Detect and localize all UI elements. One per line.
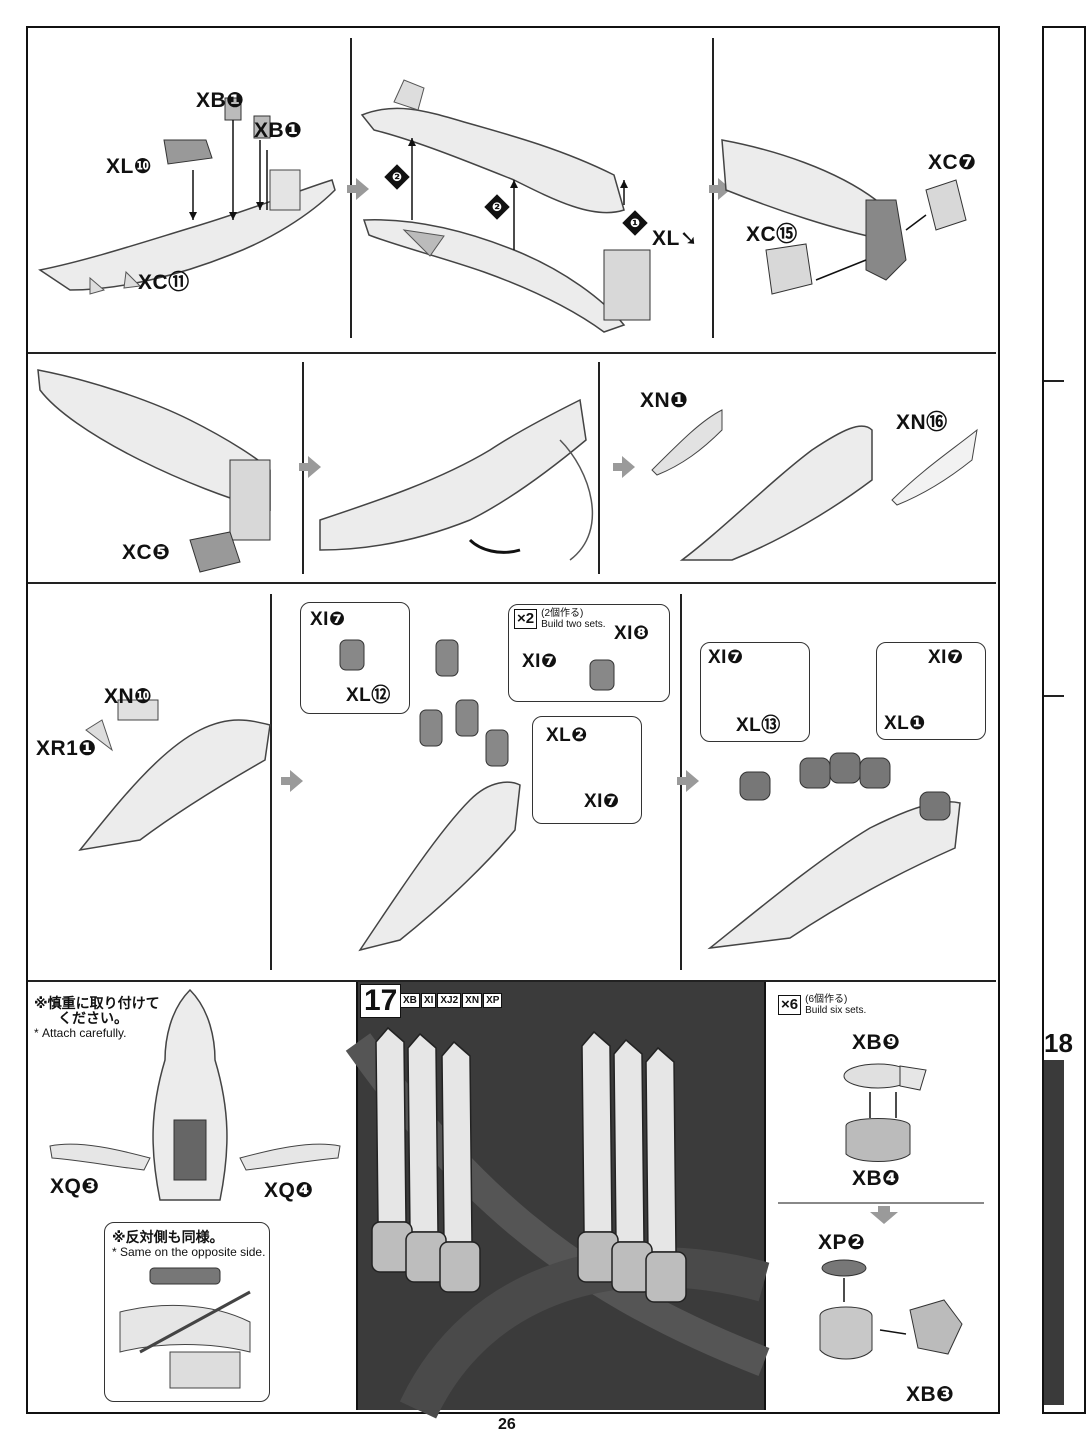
part-label: XC❺ [122, 541, 171, 564]
part-runner-tag: XJ2 [437, 993, 462, 1008]
part-label: XC⑪ [138, 271, 190, 294]
flow-arrow-icon [347, 178, 369, 200]
part-label: XC❼ [928, 151, 977, 174]
page-number: 26 [498, 1416, 516, 1433]
build-count-badge: ×6 (6個作る)Build six sets. [778, 994, 866, 1016]
step17-photo-panel [345, 982, 770, 1419]
wing-connector-illustration [721, 139, 967, 295]
callout-bubble [300, 602, 410, 714]
row-divider [28, 352, 996, 354]
part-label: XN⑯ [896, 411, 948, 434]
callout-bubble [876, 642, 986, 740]
part-runner-tag: XB [400, 993, 420, 1008]
callout-bubble [532, 716, 642, 824]
wing-side-view-illustration [119, 1267, 251, 1389]
part-label: XB❶ [196, 89, 245, 112]
part-label: XI❼ [522, 651, 558, 672]
part-label: XC⑮ [746, 223, 798, 246]
wing-part-illustration [38, 97, 336, 295]
part-label: XL➘ [652, 227, 698, 250]
part-label: XQ❹ [264, 1179, 314, 1202]
down-arrow-icon [870, 1206, 898, 1224]
wing-top-view-illustration [49, 988, 341, 1201]
thruster-assembly-illustration [339, 639, 615, 952]
callout-bubble [508, 604, 670, 702]
next-step-number: 18 [1044, 1028, 1073, 1058]
row-divider [28, 980, 996, 982]
part-label: XB❾ [852, 1031, 901, 1054]
part-label: XR1❶ [36, 737, 97, 760]
part-label: XQ❸ [50, 1175, 100, 1198]
part-runner-tag: XN [462, 993, 483, 1008]
wing-body-illustration [78, 699, 271, 852]
part-runner-tag: XP [483, 993, 503, 1008]
nozzle-cap-illustration [819, 1259, 963, 1360]
part-label: XI❼ [928, 647, 964, 668]
next-column-dark-area [1044, 1060, 1064, 1405]
panel-divider [270, 594, 272, 970]
row-divider [28, 582, 996, 584]
panel-divider [356, 982, 358, 1410]
booster-array-illustration [345, 1026, 770, 1419]
next-column-divider [1044, 380, 1064, 382]
part-label: XN❿ [104, 685, 153, 708]
part-label: XI❽ [614, 623, 650, 644]
opposite-side-note: ※反対側も同様。 * Same on the opposite side. [112, 1229, 266, 1259]
flow-arrow-icon [613, 456, 635, 478]
step-order-badge: ❷ [384, 164, 410, 190]
step-order-badge: ❶ [622, 210, 648, 236]
wing-assembly-illustration [360, 79, 651, 333]
part-label: XI❼ [584, 791, 620, 812]
sub-step-divider [778, 1202, 984, 1204]
panel-divider [598, 362, 600, 574]
flow-arrow-icon [299, 456, 321, 478]
step-order-badge: ❷ [484, 194, 510, 220]
part-label: XB❹ [852, 1167, 901, 1190]
wing-rotate-illustration [319, 398, 594, 561]
wing-armor-illustration [651, 409, 978, 561]
part-label: XL❶ [884, 713, 926, 734]
caution-note: ※慎重に取り付けて ください。 * Attach carefully. [34, 995, 160, 1040]
part-label: XI❼ [708, 647, 744, 668]
part-label: XP❷ [818, 1231, 866, 1254]
thruster-complete-illustration [707, 752, 961, 950]
build-count-badge: ×2 (2個作る)Build two sets. [514, 608, 606, 630]
part-label: XB❶ [254, 119, 303, 142]
callout-bubble [700, 642, 810, 742]
part-label: XL❿ [106, 155, 153, 178]
part-label: XL❷ [546, 725, 588, 746]
step-number: 17 [360, 984, 402, 1018]
flow-arrow-icon [281, 770, 303, 792]
wing-underside-illustration [37, 369, 271, 573]
flow-arrow-icon [677, 770, 699, 792]
next-column-divider [1044, 695, 1064, 697]
part-runner-tag: XI [420, 993, 437, 1008]
nozzle-assembly-illustration [843, 1063, 927, 1162]
part-label: XL⑬ [736, 715, 781, 736]
part-label: XN❶ [640, 389, 689, 412]
part-label: XI❼ [310, 609, 346, 630]
part-label: XB❸ [906, 1383, 955, 1406]
panel-divider [764, 982, 766, 1410]
part-label: XL⑫ [346, 685, 391, 706]
